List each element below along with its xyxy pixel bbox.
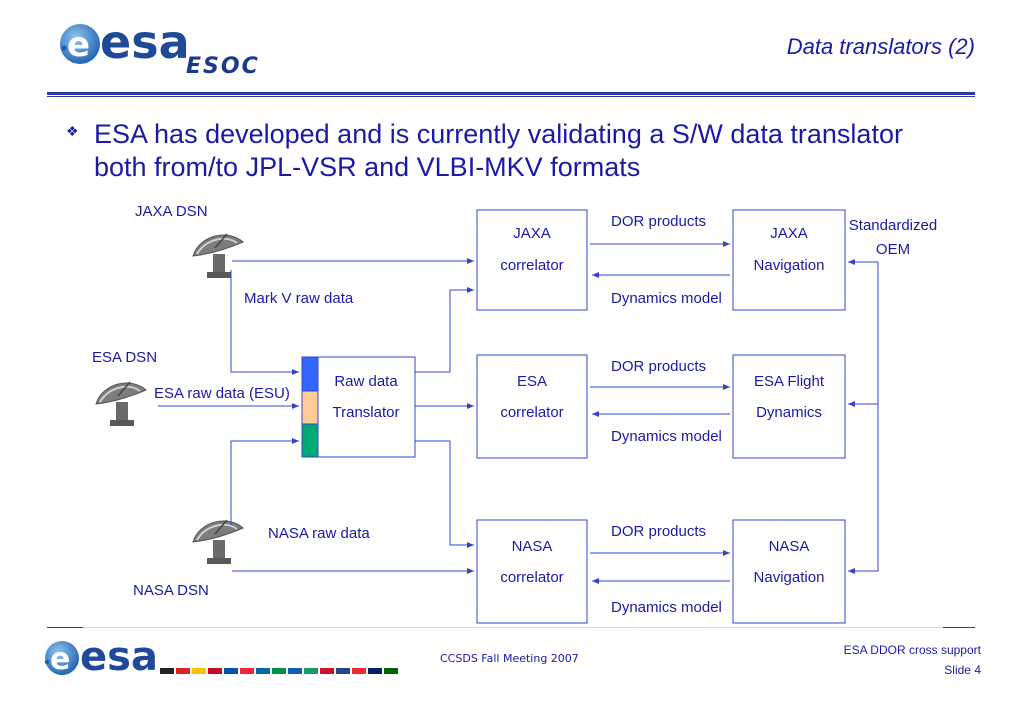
- mark-v-raw-data-label: Mark V raw data: [244, 290, 354, 307]
- footer-rule-middle: [83, 627, 943, 628]
- dor-products-label-jaxa: DOR products: [611, 213, 706, 230]
- nasa-navigation-label-1: NASA: [769, 538, 810, 555]
- standardized-oem-label-2: OEM: [876, 241, 910, 258]
- nasa-dish-icon: [192, 519, 244, 565]
- esa-flight-dynamics-box: [732, 354, 846, 459]
- esa-flight-dynamics-label-1: ESA Flight: [754, 373, 825, 390]
- member-flags-icon: [160, 668, 398, 674]
- esa-logo-bottom: e esa: [44, 636, 398, 680]
- footer-logo-esa-text: esa: [80, 636, 158, 680]
- jaxa-correlator-label-1: JAXA: [513, 225, 551, 242]
- esa-dsn-label: ESA DSN: [92, 349, 157, 366]
- footer-rule-left: [47, 627, 83, 628]
- footer-subject: ESA DDOR cross support: [843, 643, 981, 657]
- jaxa-correlator-label-2: correlator: [500, 257, 563, 274]
- logo-esa-text: esa: [100, 15, 190, 69]
- esa-raw-data-label: ESA raw data (ESU): [154, 385, 290, 402]
- translator-label-2: Translator: [333, 404, 400, 421]
- dor-products-label-nasa: DOR products: [611, 523, 706, 540]
- jaxa-dsn-label: JAXA DSN: [135, 203, 208, 220]
- esa-correlator-label-1: ESA: [517, 373, 547, 390]
- translator-to-jaxa: [415, 287, 474, 373]
- dynamics-model-label-esa: Dynamics model: [611, 428, 722, 445]
- dynamics-model-label-jaxa: Dynamics model: [611, 290, 722, 307]
- footer-right: ESA DDOR cross support Slide 4: [844, 640, 981, 680]
- standardized-oem-label-1: Standardized: [849, 217, 937, 234]
- nasa-correlator-label-2: correlator: [500, 569, 563, 586]
- nasa-navigation-box: [732, 519, 846, 624]
- bullet-diamond-icon: ❖: [66, 123, 79, 139]
- svg-text:e: e: [67, 25, 90, 65]
- slide-title: Data translators (2): [786, 34, 975, 59]
- esa-dish-icon: [95, 381, 147, 427]
- mark-v-to-translator: [230, 270, 299, 375]
- nasa-correlator-label-1: NASA: [512, 538, 553, 555]
- translator-strip-peach: [301, 390, 319, 425]
- esa-logo-top: e esa: [60, 15, 190, 69]
- slide-number: Slide 4: [944, 663, 981, 677]
- translator-label-1: Raw data: [334, 373, 398, 390]
- esa-flight-dynamics-label-2: Dynamics: [756, 404, 822, 421]
- jaxa-correlator-box: [476, 209, 588, 311]
- translator-to-nasa: [415, 440, 474, 548]
- svg-text:e: e: [50, 642, 70, 677]
- nasa-raw-to-translator: [230, 438, 299, 525]
- nasa-navigation-label-2: Navigation: [754, 569, 825, 586]
- header-rule: [47, 92, 975, 95]
- header-rule-thin: [47, 96, 975, 97]
- esa-correlator-box: [476, 354, 588, 459]
- footer-rule-right: [943, 627, 975, 628]
- jaxa-navigation-box: [732, 209, 846, 311]
- translator-strip-blue: [301, 356, 319, 392]
- esa-correlator-label-2: correlator: [500, 404, 563, 421]
- jaxa-navigation-label-1: JAXA: [770, 225, 808, 242]
- dynamics-model-label-nasa: Dynamics model: [611, 599, 722, 616]
- translator-box: [301, 356, 416, 458]
- esoc-label: ESOC: [186, 54, 260, 79]
- nasa-raw-data-label: NASA raw data: [268, 525, 370, 542]
- nasa-correlator-box: [476, 519, 588, 624]
- bullet-text: ESA has developed and is currently valid…: [94, 119, 903, 182]
- footer-meeting: CCSDS Fall Meeting 2007: [440, 652, 579, 665]
- jaxa-navigation-label-2: Navigation: [754, 257, 825, 274]
- nasa-dsn-label: NASA DSN: [133, 582, 209, 599]
- dor-products-label-esa: DOR products: [611, 358, 706, 375]
- jaxa-dish-icon: [192, 233, 244, 279]
- translator-strip-green: [301, 423, 319, 458]
